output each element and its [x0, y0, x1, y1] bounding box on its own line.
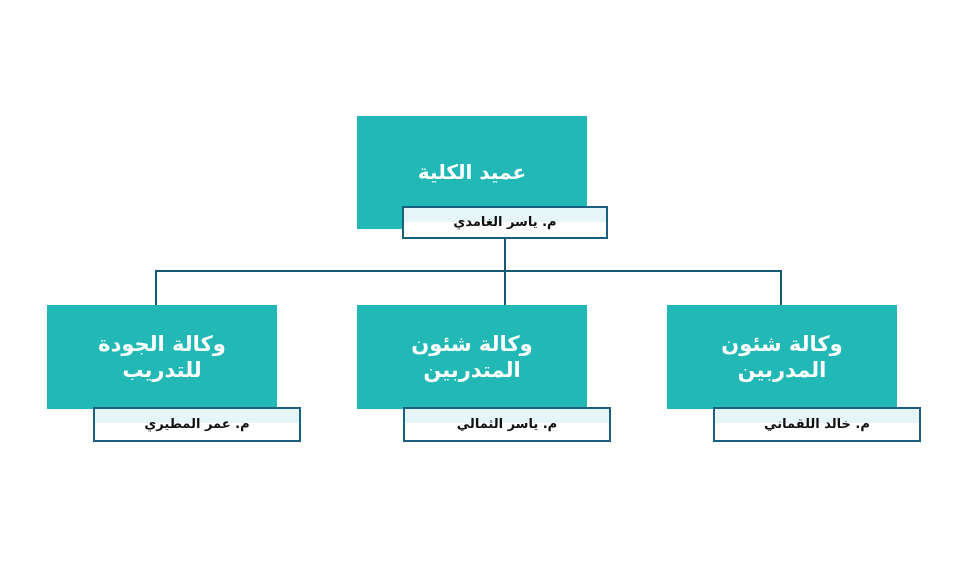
connector-horizontal-bus [155, 270, 782, 272]
org-node-trainers-affairs-title: وكالة شئون المدربين [667, 305, 897, 409]
org-node-trainees-affairs[interactable]: وكالة شئون المتدربين م. ياسر الثمالي [357, 305, 611, 442]
connector-root-stem [504, 239, 506, 272]
org-node-training-quality[interactable]: وكالة الجودة للتدريب م. عمر المطيري [47, 305, 301, 442]
connector-drop-left [155, 270, 157, 306]
org-node-dean-name: م. ياسر الغامدي [402, 206, 608, 239]
org-node-training-quality-title: وكالة الجودة للتدريب [47, 305, 277, 409]
org-node-trainers-affairs[interactable]: وكالة شئون المدربين م. خالد اللقماني [667, 305, 921, 442]
connector-drop-middle [504, 270, 506, 306]
org-node-training-quality-name: م. عمر المطيري [93, 407, 301, 442]
org-node-trainees-affairs-title: وكالة شئون المتدربين [357, 305, 587, 409]
connector-drop-right [780, 270, 782, 306]
org-node-trainers-affairs-name: م. خالد اللقماني [713, 407, 921, 442]
org-node-trainees-affairs-name: م. ياسر الثمالي [403, 407, 611, 442]
org-node-dean[interactable]: عميد الكلية م. ياسر الغامدي [357, 116, 608, 239]
